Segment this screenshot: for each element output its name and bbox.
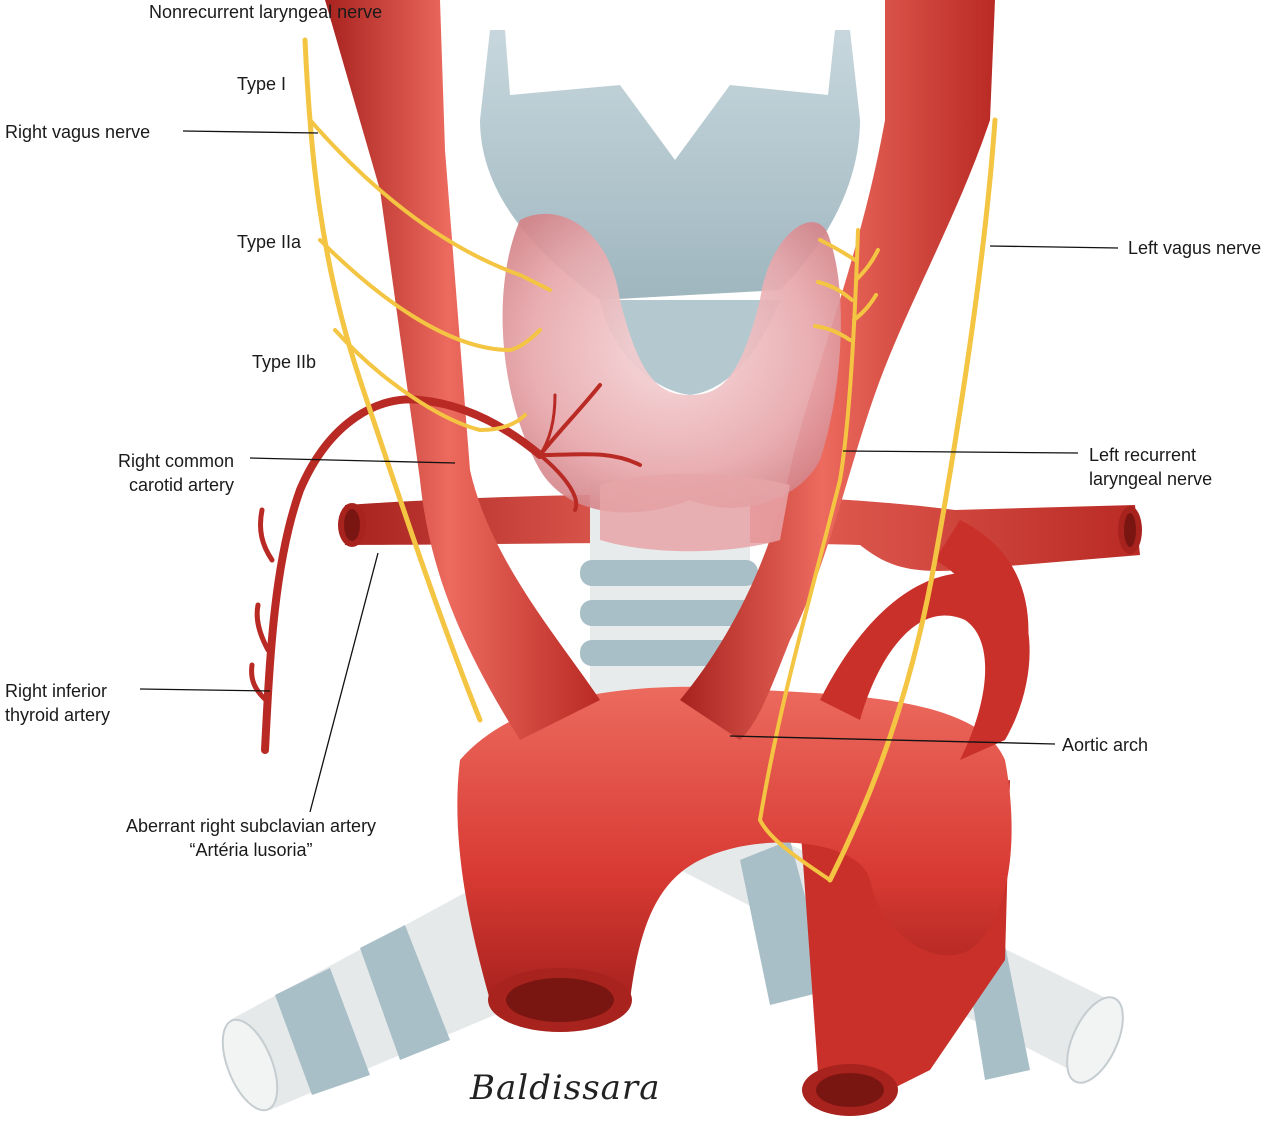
label-right-inferior-thyroid-line1: Right inferior <box>5 681 108 701</box>
right-main-bronchus <box>221 890 530 1112</box>
label-left-vagus-nerve: Left vagus nerve <box>1128 238 1262 258</box>
label-right-common-carotid: Right common carotid artery <box>70 449 234 497</box>
label-right-common-carotid-line2: carotid artery <box>128 475 234 495</box>
right-vagus-nerve <box>302 37 483 723</box>
label-type-2a: Type IIa <box>237 232 302 252</box>
thyroid-gland <box>502 213 841 552</box>
label-right-vagus-nerve: Right vagus nerve <box>5 122 151 142</box>
label-nonrecurrent-laryngeal-nerve: Nonrecurrent laryngeal nerve <box>149 2 383 22</box>
leader-right-common-carotid <box>249 457 456 464</box>
label-left-recurrent-laryngeal: Left recurrent laryngeal nerve <box>1089 443 1212 491</box>
label-aortic-arch: Aortic arch <box>1062 735 1149 755</box>
label-right-inferior-thyroid-line2: thyroid artery <box>5 705 111 725</box>
left-vagus-nerve <box>827 117 998 883</box>
right-common-carotid-artery <box>325 0 600 740</box>
leader-lines <box>139 130 1119 813</box>
right-inferior-thyroid-artery <box>249 383 642 754</box>
left-subclavian-loop <box>820 572 1030 760</box>
aortic-arch-vessel <box>457 686 1012 1032</box>
leader-right-vagus <box>182 130 319 134</box>
label-aberrant-line2: “Artéria lusoria” <box>189 840 313 860</box>
label-left-recurrent-line1: Left recurrent <box>1089 445 1197 465</box>
label-type-2b: Type IIb <box>252 352 317 372</box>
leader-aortic-arch <box>729 735 1056 745</box>
label-right-inferior-thyroid: Right inferior thyroid artery <box>5 679 110 727</box>
leader-aberrant <box>309 552 379 813</box>
label-type-1: Type I <box>237 74 287 94</box>
leader-left-vagus <box>989 245 1119 249</box>
leader-right-inferior-thyroid <box>139 688 271 692</box>
artist-signature: Baldissara <box>470 1068 661 1108</box>
leader-left-recurrent <box>842 450 1079 454</box>
label-right-common-carotid-line1: Right common <box>117 451 234 471</box>
left-recurrent-laryngeal-nerve <box>757 228 880 882</box>
label-aberrant-subclavian: Aberrant right subclavian artery “Artéri… <box>104 814 398 862</box>
nonrecurrent-laryngeal-nerve-branches <box>308 118 552 433</box>
label-aberrant-line1: Aberrant right subclavian artery <box>125 816 377 836</box>
label-left-recurrent-line2: laryngeal nerve <box>1089 469 1213 489</box>
